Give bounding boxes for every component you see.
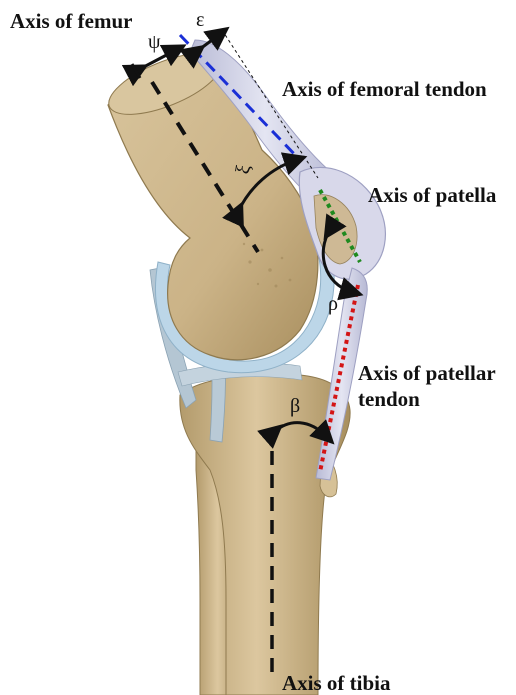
label-axis-femur: Axis of femur [10, 9, 132, 33]
angle-rho-label: ρ [328, 293, 338, 315]
label-axis-tibia: Axis of tibia [282, 671, 391, 695]
label-axis-patella: Axis of patella [368, 183, 497, 207]
angle-psi-label: ψ [148, 31, 161, 53]
label-axis-femoral-tendon: Axis of femoral tendon [282, 77, 487, 101]
angle-beta-label: β [290, 395, 300, 417]
angle-epsilon-label: ε [196, 9, 204, 31]
label-axis-patellar-tendon-line2: tendon [358, 387, 420, 411]
label-axis-patellar-tendon-line1: Axis of patellar [358, 361, 496, 385]
